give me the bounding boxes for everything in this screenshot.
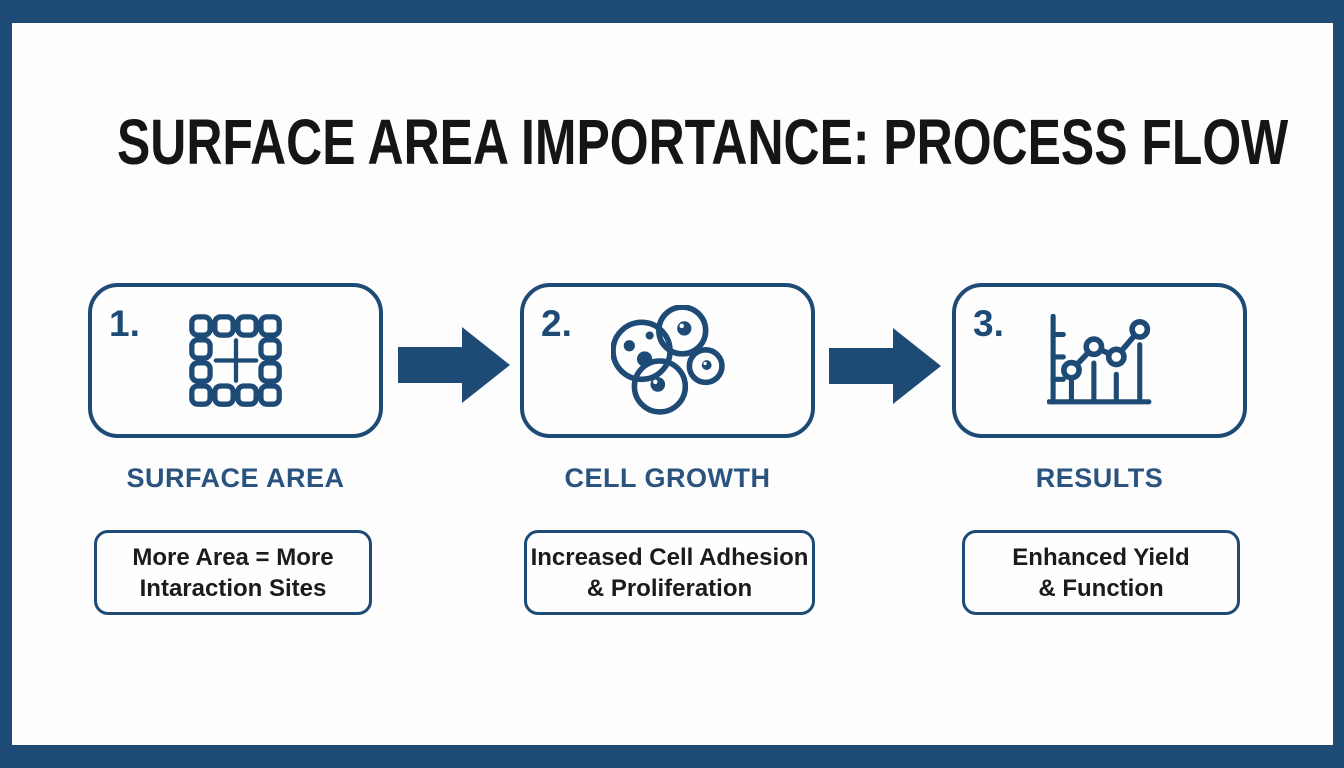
caption-line: & Function — [1038, 574, 1164, 602]
caption-box-results: Enhanced Yield & Function — [962, 530, 1240, 615]
caption-line: Enhanced Yield — [1012, 543, 1190, 571]
step-number: 1. — [109, 303, 140, 344]
results-chart-icon — [1046, 313, 1151, 404]
slide-canvas: SURFACE AREA IMPORTANCE: PROCESS FLOW 1. — [12, 23, 1333, 745]
step-box-surface-area: 1. — [88, 283, 383, 438]
step-box-results: 3. — [952, 283, 1247, 438]
caption-box-surface-area: More Area = More Intaraction Sites — [94, 530, 372, 615]
caption-line: More Area = More — [132, 543, 334, 571]
flow-arrow-icon — [398, 327, 510, 403]
step-label-cell-growth: CELL GROWTH — [564, 462, 771, 493]
step-number: 3. — [973, 303, 1004, 344]
step-number: 2. — [541, 303, 572, 344]
step-box-cell-growth: 2. — [520, 283, 815, 438]
caption-line: & Proliferation — [586, 574, 753, 602]
caption-line: Intaraction Sites — [139, 574, 327, 602]
page-title: SURFACE AREA IMPORTANCE: PROCESS FLOW — [117, 106, 1289, 178]
flow-arrow-icon — [829, 328, 941, 404]
caption-line: Increased Cell Adhesion — [530, 543, 809, 571]
caption-box-cell-growth: Increased Cell Adhesion & Proliferation — [524, 530, 815, 615]
cell-cluster-icon — [610, 304, 725, 415]
step-label-surface-area: SURFACE AREA — [126, 462, 345, 493]
step-label-results: RESULTS — [1035, 462, 1164, 493]
surface-area-grid-icon — [188, 313, 282, 407]
